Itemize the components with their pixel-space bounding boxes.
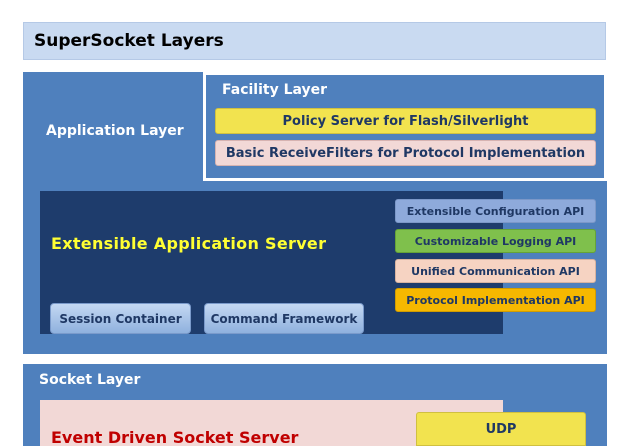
protocol-api-box: Protocol Implementation API: [395, 288, 596, 312]
communication-api-box: Unified Communication API: [395, 259, 596, 283]
session-container-box: Session Container: [50, 303, 191, 334]
extensible-server-label: Extensible Application Server: [51, 234, 327, 253]
application-layer-label: Application Layer: [46, 123, 184, 139]
logging-api-box: Customizable Logging API: [395, 229, 596, 253]
command-framework-box: Command Framework: [204, 303, 364, 334]
title-bar: [23, 22, 606, 60]
receive-filters-box: Basic ReceiveFilters for Protocol Implem…: [215, 140, 596, 166]
diagram-title: SuperSocket Layers: [34, 31, 224, 51]
policy-server-box: Policy Server for Flash/Silverlight: [215, 108, 596, 134]
event-server-label: Event Driven Socket Server: [51, 428, 299, 447]
udp-box: UDP: [416, 412, 586, 446]
facility-layer-label: Facility Layer: [222, 82, 328, 98]
socket-layer-label: Socket Layer: [39, 372, 141, 388]
configuration-api-box: Extensible Configuration API: [395, 199, 596, 223]
